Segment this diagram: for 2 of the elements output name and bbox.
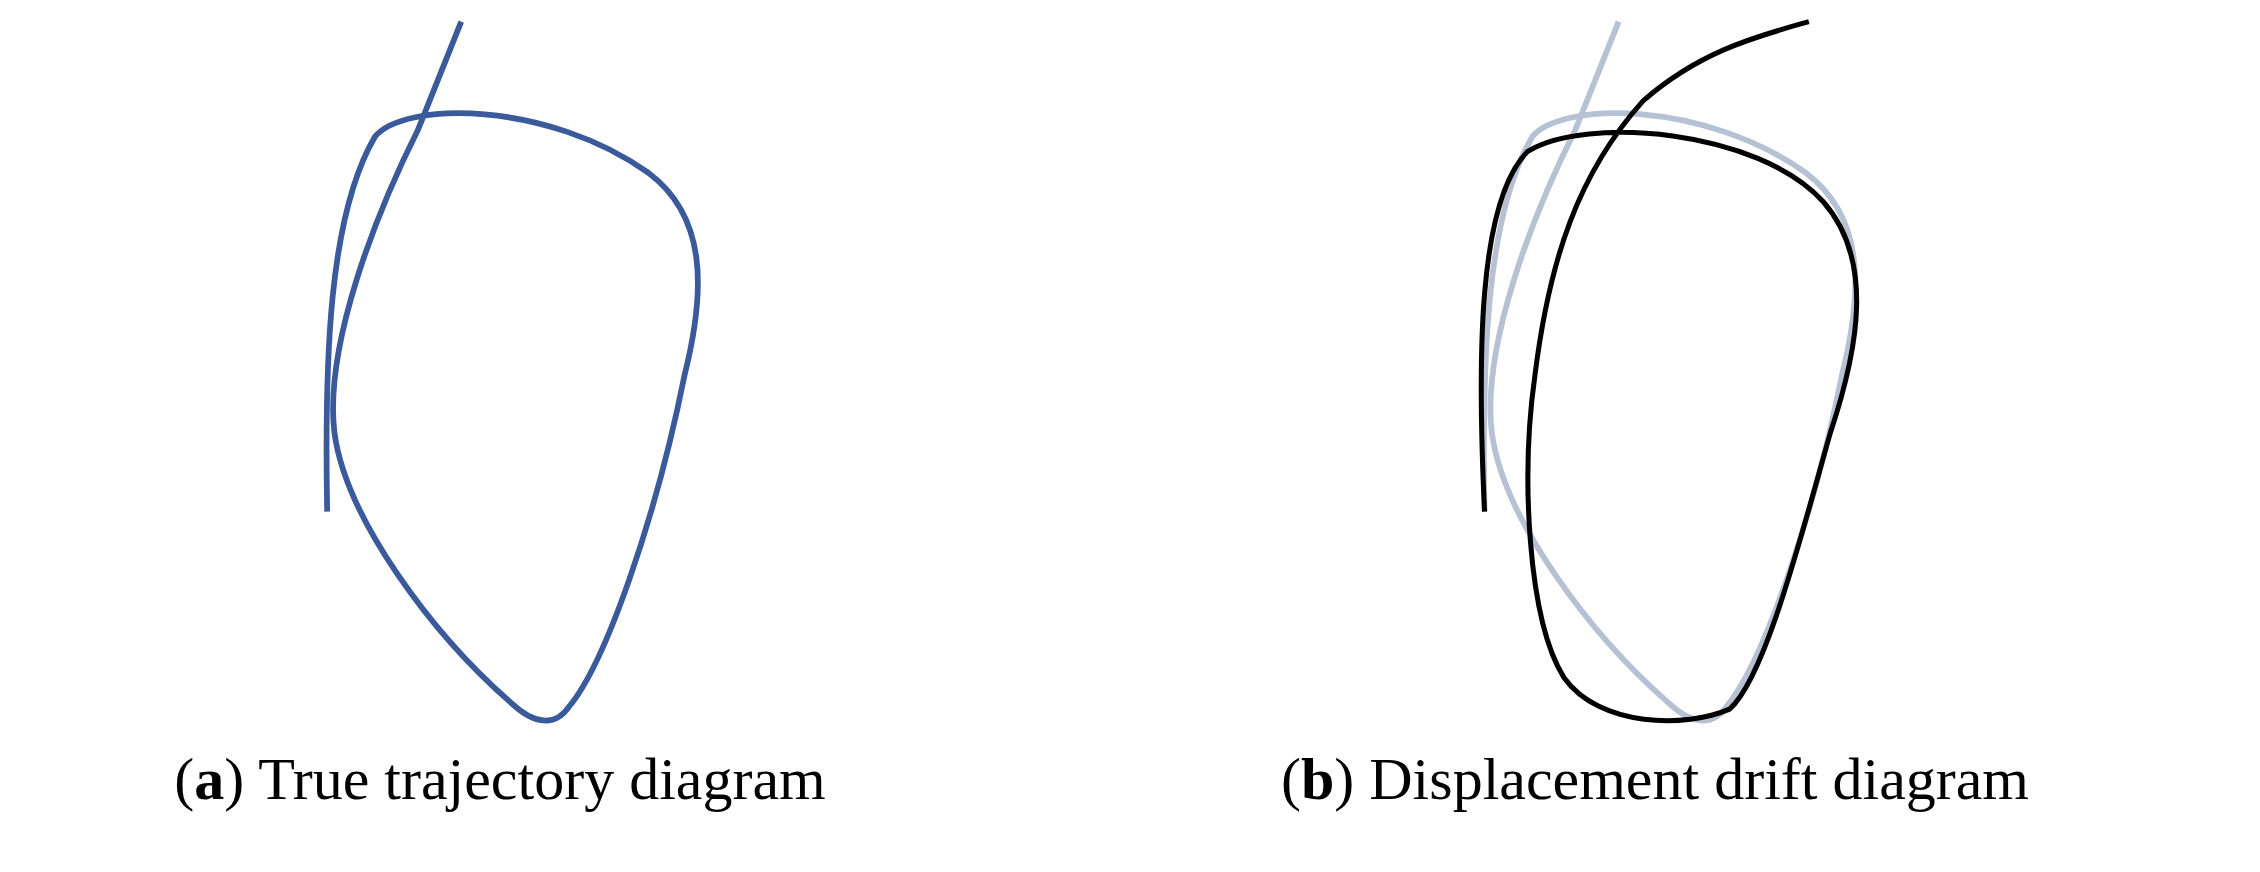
- subfigure-caption: (b) Displacement drift diagram: [1280, 746, 2030, 812]
- subfigure-caption: (a) True trajectory diagram: [174, 746, 826, 812]
